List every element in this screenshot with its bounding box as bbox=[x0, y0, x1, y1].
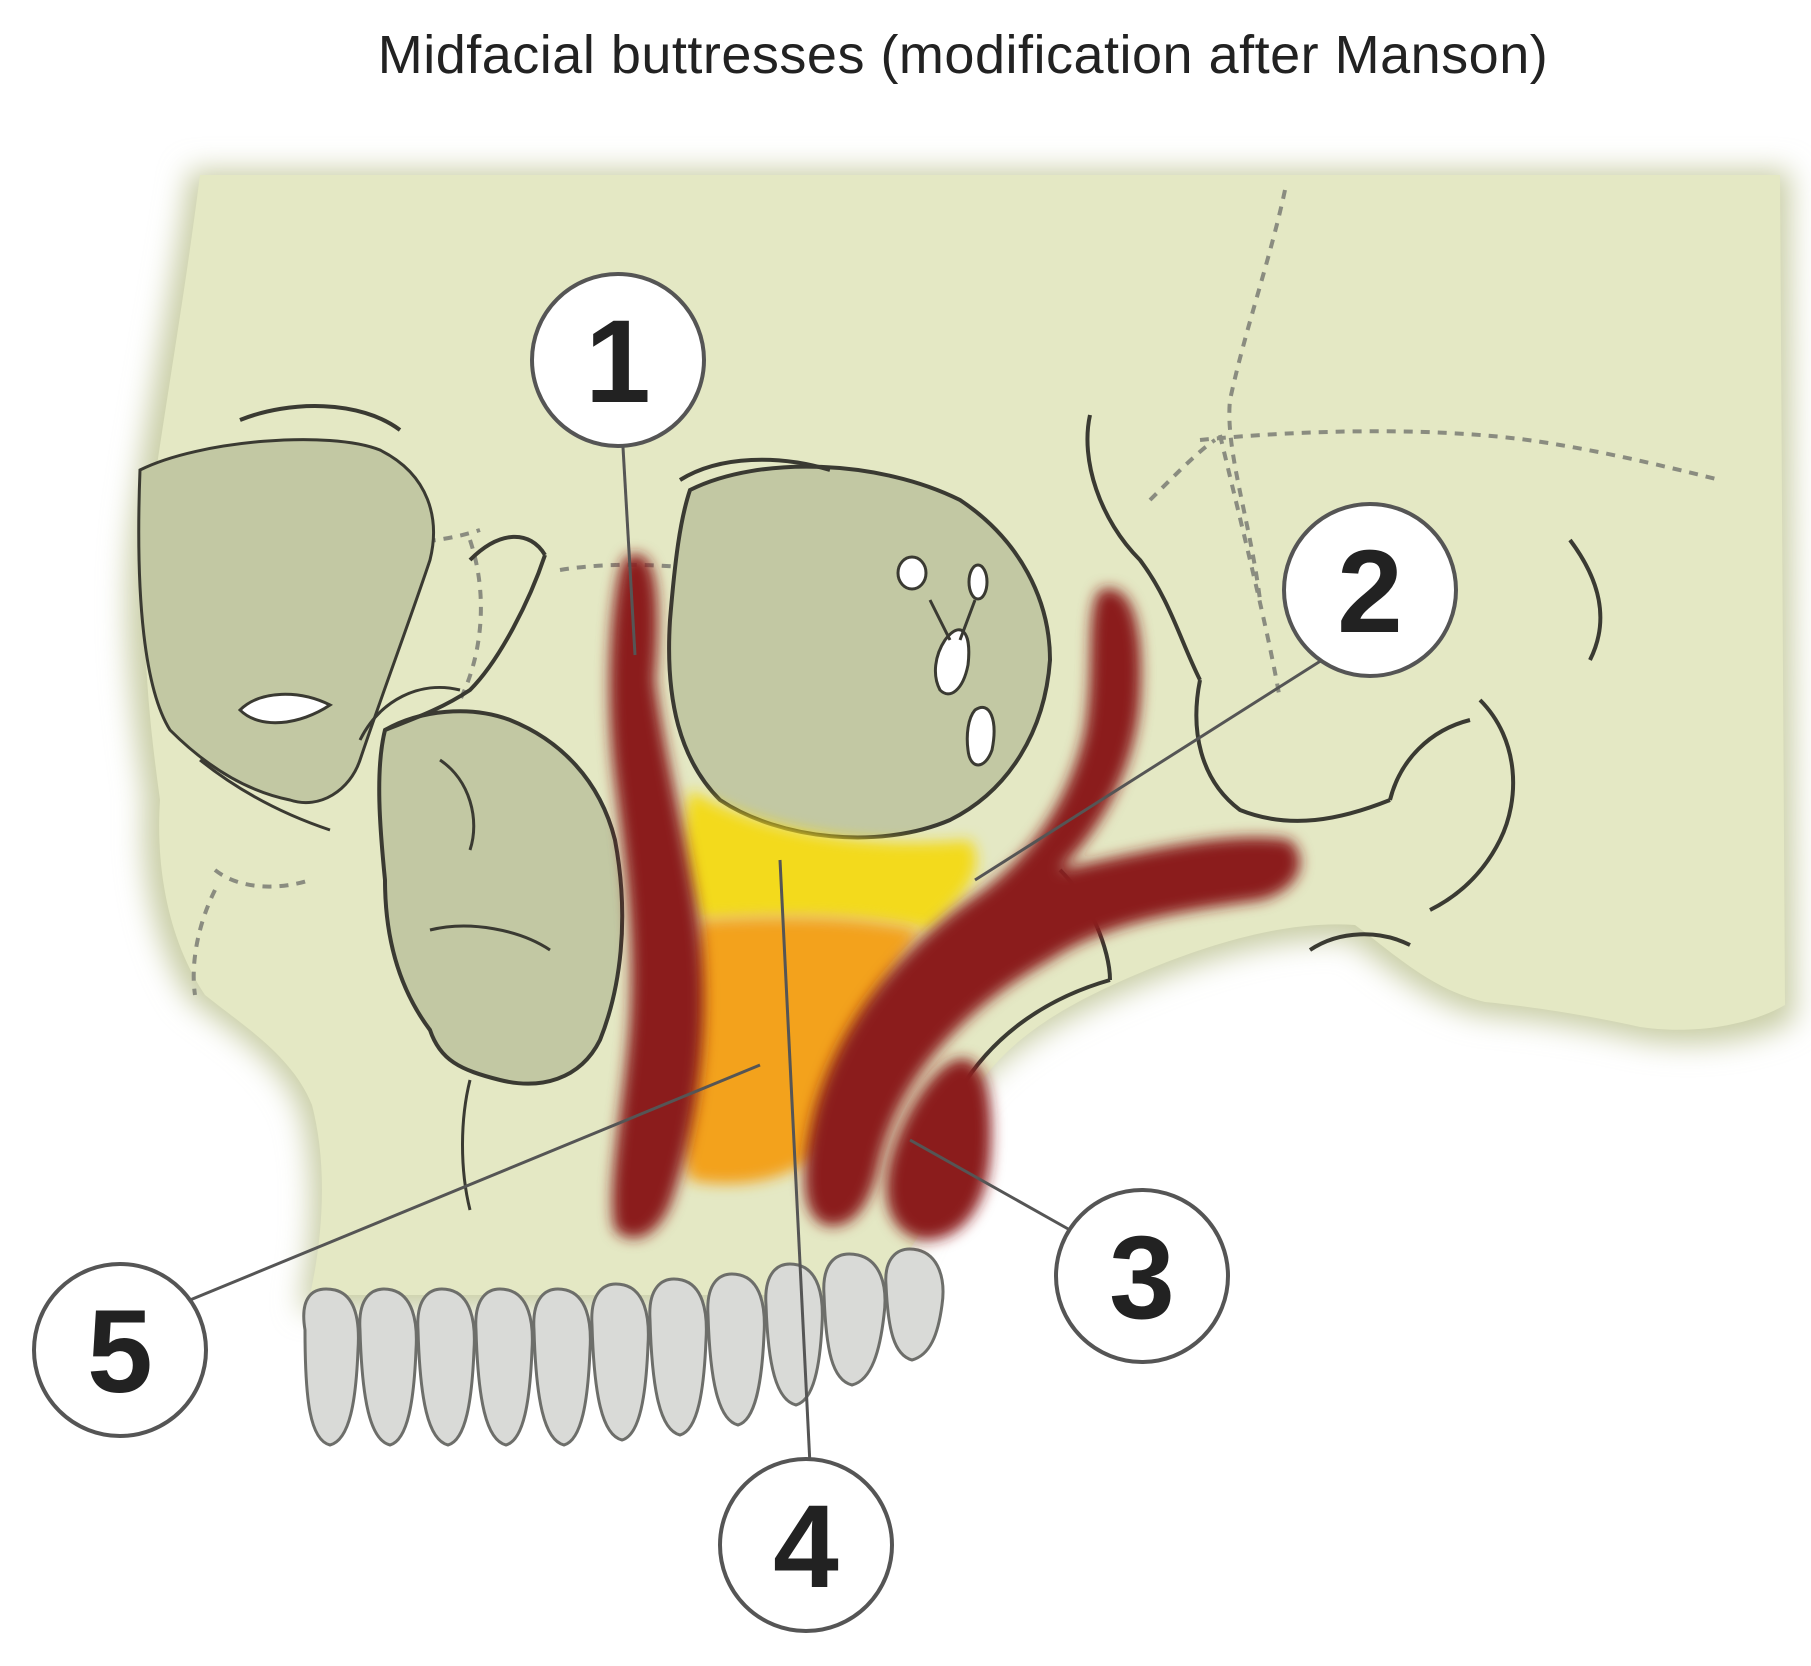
callout-1-label: 1 bbox=[585, 296, 651, 428]
upper-teeth bbox=[302, 1247, 945, 1447]
callout-3-label: 3 bbox=[1109, 1212, 1175, 1344]
buttress-nasomaxillary bbox=[609, 553, 704, 1238]
leader-lines bbox=[189, 429, 1331, 1466]
leader-line-4 bbox=[778, 859, 812, 1466]
nasal-cavity bbox=[358, 685, 625, 1211]
callout-5: 5 bbox=[32, 1262, 208, 1438]
callout-4-label: 4 bbox=[773, 1481, 839, 1613]
orbit-left bbox=[137, 404, 435, 832]
buttress-yellow-region bbox=[683, 790, 977, 930]
callout-2: 2 bbox=[1282, 502, 1458, 678]
callout-4: 4 bbox=[718, 1457, 894, 1633]
leader-line-2 bbox=[974, 653, 1331, 882]
callout-2-label: 2 bbox=[1337, 526, 1403, 658]
leader-line-3 bbox=[909, 1138, 1071, 1232]
buttress-zygomaticomaxillary bbox=[804, 588, 1300, 1226]
callout-5-label: 5 bbox=[87, 1286, 153, 1418]
buttress-orange-region bbox=[679, 917, 920, 1184]
leader-line-5 bbox=[189, 1063, 761, 1302]
leader-line-1 bbox=[620, 429, 637, 656]
callouts: 1 2 3 4 5 bbox=[32, 272, 1458, 1633]
nasal-bone bbox=[384, 534, 547, 732]
buttress-pterygomaxillary bbox=[886, 1058, 992, 1240]
diagram-title: Midfacial buttresses (modification after… bbox=[377, 25, 1549, 85]
buttress-regions bbox=[609, 553, 1300, 1240]
callout-3: 3 bbox=[1054, 1188, 1230, 1364]
callout-1: 1 bbox=[530, 272, 706, 448]
orbit-right bbox=[667, 457, 1053, 840]
